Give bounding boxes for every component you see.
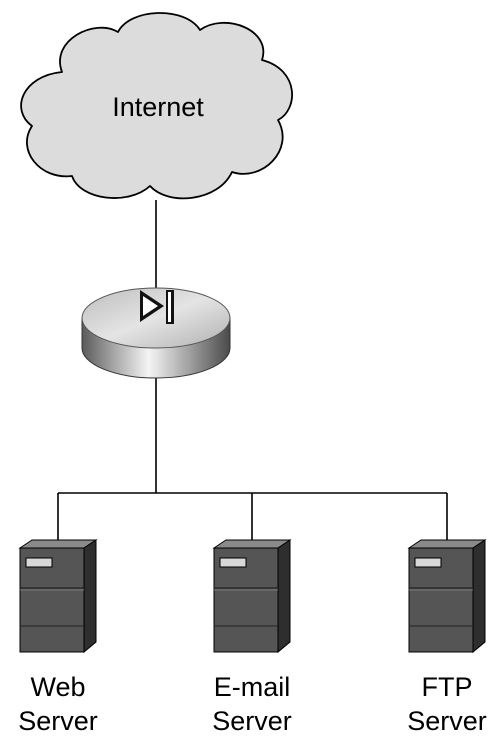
server-icon [407,539,487,654]
server-icon [18,539,98,654]
server-icon [212,539,292,654]
web-server-label-line1: Web [30,672,85,702]
router-icon [81,287,231,379]
web-server-label-line2: Server [18,706,98,736]
email-server-label-line2: Server [212,706,292,736]
connection-lines [57,200,448,540]
ftp-server-label-line1: FTP [422,672,473,702]
cloud-label: Internet [112,92,204,122]
ftp-server: FTP Server [407,539,487,736]
cloud-icon: Internet [20,12,293,200]
ftp-server-label-line2: Server [407,706,487,736]
email-server-label-line1: E-mail [214,672,291,702]
